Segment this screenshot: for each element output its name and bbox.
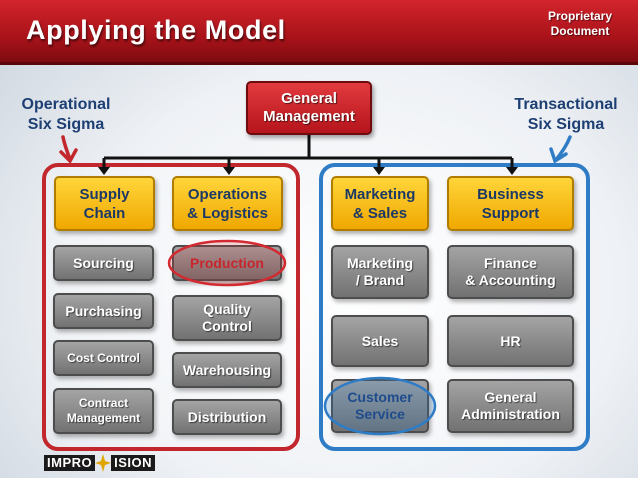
general-administration-box: General Administration <box>447 379 574 433</box>
sourcing-box: Sourcing <box>53 245 154 281</box>
finance-accounting-box: Finance & Accounting <box>447 245 574 299</box>
logo-text-left: IMPRO <box>44 455 96 471</box>
quality-control-box: Quality Control <box>172 295 282 341</box>
contract-management-box: Contract Management <box>53 388 154 434</box>
marketing-sales-box: Marketing & Sales <box>331 176 429 231</box>
improvision-logo: IMPRO ISION <box>44 454 156 472</box>
distribution-box: Distribution <box>172 399 282 435</box>
logo-text-right: ISION <box>111 455 156 471</box>
operational-arrow-icon <box>59 135 78 164</box>
marketing-brand-box: Marketing / Brand <box>331 245 429 299</box>
operational-six-sigma-label: Operational Six Sigma <box>21 96 111 133</box>
page-title: Applying the Model <box>26 15 286 45</box>
hr-box: HR <box>447 315 574 367</box>
production-highlight-ellipse <box>167 239 287 287</box>
warehousing-box: Warehousing <box>172 352 282 388</box>
general-management-box: General Management <box>246 81 372 135</box>
sales-box: Sales <box>331 315 429 367</box>
operations-logistics-box: Operations & Logistics <box>172 176 283 231</box>
transactional-arrow-icon <box>549 135 572 164</box>
production-box: Production <box>172 245 282 281</box>
cost-control-box: Cost Control <box>53 340 154 376</box>
business-support-box: Business Support <box>447 176 574 231</box>
transactional-six-sigma-label: Transactional Six Sigma <box>514 96 618 133</box>
customer-service-box: Customer Service <box>331 379 429 433</box>
supply-chain-box: Supply Chain <box>54 176 155 231</box>
customer-service-highlight-ellipse <box>323 376 437 436</box>
proprietary-label: Proprietary Document <box>547 9 612 38</box>
logo-mark-icon <box>95 454 112 472</box>
purchasing-box: Purchasing <box>53 293 154 329</box>
header-bar: Applying the Model Proprietary Document <box>0 0 638 65</box>
